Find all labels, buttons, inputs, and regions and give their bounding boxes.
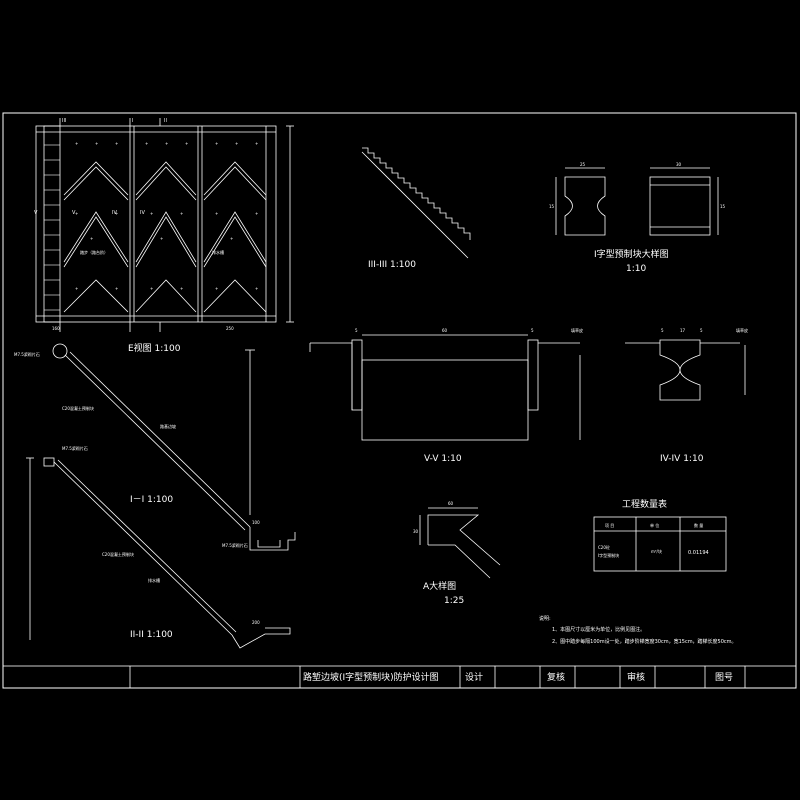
svg-text:+: + bbox=[75, 141, 78, 146]
section-5-dim-right: 5 bbox=[531, 328, 534, 333]
section-4-dim-2: 17 bbox=[680, 328, 686, 333]
svg-text:+: + bbox=[185, 141, 188, 146]
section-2-drawing bbox=[26, 457, 291, 649]
marker-v-left: V bbox=[34, 210, 38, 216]
section-4-note: 填草皮 bbox=[736, 327, 748, 333]
quantity-item-1: C20砼 bbox=[598, 544, 610, 550]
detail-a-drawing bbox=[419, 507, 501, 579]
section-1-note-4: M7.5浆砌片石 bbox=[222, 542, 248, 548]
svg-text:+: + bbox=[215, 286, 218, 291]
svg-text:+: + bbox=[255, 211, 258, 216]
section-1-drawing bbox=[52, 343, 296, 551]
note-2: 2、图中踏步每隔100m设一处，踏步阶梯宽度30cm，宽15cm，踏梯长度50c… bbox=[552, 638, 737, 645]
section-5-dim-main: 60 bbox=[442, 328, 448, 333]
svg-text:+: + bbox=[115, 141, 118, 146]
title-block-grid bbox=[2, 665, 797, 689]
section-1-note-2: C20混凝土预制块 bbox=[62, 405, 94, 411]
note-1: 1、本图尺寸以厘米为单位，比例见图注。 bbox=[552, 626, 645, 633]
quantity-header-unit: 单 位 bbox=[650, 522, 659, 528]
svg-text:+: + bbox=[215, 141, 218, 146]
section-1-note-3: 路基边坡 bbox=[160, 423, 176, 429]
elevation-dim-left: 160 bbox=[52, 326, 60, 331]
elevation-dim-right: 250 bbox=[226, 326, 234, 331]
section-2-note-2: C20混凝土预制块 bbox=[102, 551, 134, 557]
elevation-view bbox=[35, 118, 294, 332]
drawing-title: 路堑边坡(I字型预制块)防护设计图 bbox=[303, 671, 439, 683]
detail-a-dim-width: 60 bbox=[448, 501, 454, 506]
section-2-note-1: M7.5浆砌片石 bbox=[62, 445, 88, 451]
marker-iv-right: IV bbox=[140, 210, 145, 216]
svg-text:+: + bbox=[165, 141, 168, 146]
sheet-border bbox=[2, 112, 797, 689]
quantity-header-item: 项 目 bbox=[605, 522, 614, 528]
marker-iv-mid: IV bbox=[112, 210, 117, 216]
section-4-title: IV-IV 1:10 bbox=[660, 454, 704, 464]
elevation-plus-marks: + + + + + + + + + + + + + + + + + + + + + + + + bbox=[75, 141, 258, 291]
section-1-note-1: M7.5浆砌片石 bbox=[14, 351, 40, 357]
marker-v-mid: V bbox=[72, 210, 76, 216]
detail-a-dim-height: 30 bbox=[413, 529, 419, 534]
svg-text:+: + bbox=[150, 286, 153, 291]
elevation-title: E视图 1:100 bbox=[128, 342, 181, 354]
quantity-table-title: 工程数量表 bbox=[622, 498, 667, 510]
section-2-dim: 200 bbox=[252, 620, 260, 625]
svg-text:+: + bbox=[115, 286, 118, 291]
svg-text:+: + bbox=[230, 236, 233, 241]
section-2-note-3: 排水槽 bbox=[148, 577, 160, 583]
svg-text:+: + bbox=[180, 286, 183, 291]
marker-i-top: I bbox=[132, 118, 133, 124]
design-label: 设计 bbox=[465, 671, 483, 683]
svg-text:+: + bbox=[150, 211, 153, 216]
svg-text:+: + bbox=[95, 141, 98, 146]
svg-text:+: + bbox=[90, 236, 93, 241]
elevation-note-steps: 踏步（路台阶） bbox=[80, 249, 108, 255]
svg-text:+: + bbox=[115, 211, 118, 216]
svg-text:+: + bbox=[255, 286, 258, 291]
svg-text:+: + bbox=[255, 141, 258, 146]
svg-text:+: + bbox=[235, 141, 238, 146]
quantity-value: 0.01194 bbox=[688, 550, 709, 556]
section-3-drawing bbox=[361, 147, 471, 259]
quantity-unit: m³/块 bbox=[651, 548, 662, 554]
section-5-title: V-V 1:10 bbox=[424, 454, 462, 464]
quantity-item-2: I字型预制块 bbox=[598, 552, 619, 558]
svg-text:+: + bbox=[75, 211, 78, 216]
quantity-table-grid bbox=[593, 516, 727, 572]
svg-text:+: + bbox=[75, 286, 78, 291]
section-5-note: 填草皮 bbox=[571, 327, 583, 333]
svg-text:+: + bbox=[160, 236, 163, 241]
detail-a-scale: 1:25 bbox=[444, 596, 464, 606]
review-label: 复核 bbox=[547, 671, 565, 683]
svg-text:+: + bbox=[180, 211, 183, 216]
block-dim-height-2: 15 bbox=[720, 204, 726, 209]
notes-heading: 说明: bbox=[539, 615, 551, 622]
section-4-dim-1: 5 bbox=[661, 328, 664, 333]
detail-a-title: A大样图 bbox=[423, 580, 456, 592]
block-dim-width-1: 25 bbox=[580, 162, 586, 167]
block-detail-scale: 1:10 bbox=[626, 264, 646, 274]
quantity-header-amount: 数 量 bbox=[694, 522, 703, 528]
section-4-drawing bbox=[625, 339, 746, 401]
block-dim-height-1: 15 bbox=[549, 204, 555, 209]
elevation-note-drain: 排水槽 bbox=[212, 249, 224, 255]
section-1-title: I－I 1:100 bbox=[130, 495, 173, 505]
block-dim-width-2: 30 bbox=[676, 162, 682, 167]
marker-iii-top: III bbox=[62, 118, 66, 124]
marker-ii-top: II bbox=[164, 118, 167, 124]
section-5-dim-left: 5 bbox=[355, 328, 358, 333]
approve-label: 审核 bbox=[627, 671, 645, 683]
section-2-title: II-II 1:100 bbox=[130, 630, 173, 640]
block-detail-title: I字型预制块大样图 bbox=[594, 248, 669, 260]
sheet-number-label: 图号 bbox=[715, 672, 733, 683]
section-5-drawing bbox=[309, 334, 581, 441]
section-3-title: III-III 1:100 bbox=[368, 260, 416, 270]
section-4-dim-3: 5 bbox=[700, 328, 703, 333]
section-1-dim: 100 bbox=[252, 520, 260, 525]
svg-text:+: + bbox=[215, 211, 218, 216]
svg-text:+: + bbox=[145, 141, 148, 146]
block-detail-drawing bbox=[555, 167, 719, 236]
